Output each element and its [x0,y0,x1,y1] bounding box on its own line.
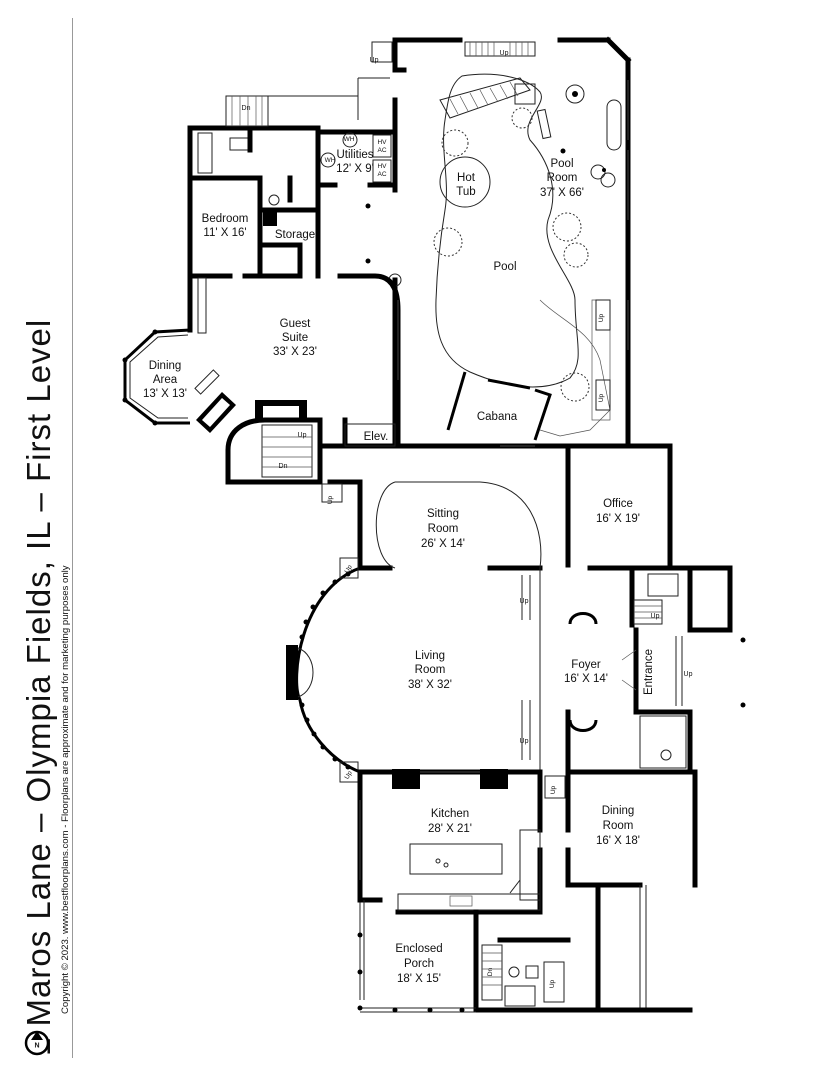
water-heater-label-1: WH [344,136,355,143]
hvac-2-line-1: HV [377,163,387,170]
living-room-name-1: Living [415,650,445,662]
dining-room-name-1: Dining [602,805,635,817]
rear-stairs-up-label: Up [549,979,556,988]
utilities-size: 12' X 9' [336,163,374,175]
bedroom-size: 11' X 16' [203,227,246,239]
living-room-size: 38' X 32' [408,679,452,691]
office-walls: Up [565,443,733,633]
water-heater-label-2: WH [325,157,336,164]
pool-right-stairs-up-label-2: Up [598,393,605,402]
rear-stairs-dn-label: Dn [487,967,494,976]
entrance-up-label: Up [684,671,693,678]
enclosed-porch-walls [357,897,476,1013]
pool-label: Pool [493,261,516,273]
lower-curved-stairs-up-label: Up [298,432,307,439]
storage-label: Storage [275,229,315,241]
living-stairs-up-label-bottom: Up [344,770,354,781]
living-room-walls: Up Up Up Up [286,557,541,783]
enclosed-porch-name-1: Enclosed [395,943,442,955]
pool-right-stairs: Up Up [595,299,611,411]
kitchen-size: 28' X 21' [428,823,472,835]
sitting-stairs-up-label: Up [327,495,334,504]
pool-room-walls [392,36,632,449]
dining-room-size: 16' X 18' [596,835,640,847]
lower-curved-stairs: Up Dn [225,417,348,485]
office-stairs-up-label: Up [651,613,660,620]
pool-stairs-up-label-2: Up [370,57,379,64]
foyer-size: 16' X 14' [564,673,608,685]
kitchen-walls [357,769,543,915]
guest-suite-name-1: Guest [280,318,311,330]
dining-area-bay [122,328,191,426]
cabana-label: Cabana [477,411,518,423]
guest-suite-walls [187,273,401,449]
office-size: 16' X 19' [596,513,640,525]
pool-entry-steps [439,77,552,140]
hvac-1-line-1: HV [377,139,387,146]
living-step-up-label-1: Up [520,598,529,605]
elevator [344,423,396,447]
living-step-up-label-2: Up [520,738,529,745]
hot-tub-name-2: Tub [456,186,475,198]
compass-label: N [34,1043,39,1050]
bedroom-walls [187,125,321,279]
kitchen-label: Kitchen [431,808,469,820]
cabana [446,371,552,441]
rear-hall: Dn Up [473,882,693,1013]
pool-furniture [388,84,616,287]
pool-right-stairs-up-label: Up [598,313,605,322]
upper-stairs-dn: Dn [225,77,390,127]
guest-suite-size: 33' X 23' [273,346,317,358]
sitting-room-walls: Up [321,479,543,571]
dining-room-up-label: Up [550,785,557,794]
pool-room-stairs-top: Up Up [370,41,536,64]
north-arrow-icon: N [24,1030,50,1056]
office-label: Office [603,498,633,510]
elevator-label: Elev. [364,431,389,443]
pool-room-name-2: Room [547,172,578,184]
hvac-1-line-2: AC [377,147,386,154]
living-room-name-2: Room [415,664,446,676]
sitting-room-name-2: Room [428,523,459,535]
dining-area-name-1: Dining [149,360,182,372]
title-rule [72,18,73,1058]
enclosed-porch-size: 18' X 15' [397,973,441,985]
enclosed-porch-name-2: Porch [404,958,434,970]
foyer-label: Foyer [571,659,601,671]
guest-fireplace [194,369,236,433]
foyer-walls: Up [565,612,746,775]
pool-stairs-up-label: Up [500,50,509,57]
guest-suite-name-2: Suite [282,332,308,344]
plant-icons [433,107,590,402]
utilities-label: Utilities [336,149,373,161]
sitting-room-size: 26' X 14' [421,538,465,550]
pool-room-name-1: Pool [550,158,573,170]
upper-stairs-dn-label: Dn [242,105,251,112]
utilities-walls [315,129,398,188]
hot-tub-name-1: Hot [457,172,476,184]
living-stairs-up-label-top: Up [344,564,354,575]
dining-area-size: 13' X 13' [143,388,187,400]
hvac-2-line-2: AC [377,171,386,178]
dining-area-name-2: Area [153,374,178,386]
bedroom-label: Bedroom [202,213,249,225]
sitting-room-name-1: Sitting [427,508,459,520]
lower-curved-stairs-dn-label: Dn [279,463,288,470]
dining-room-walls: Up [544,769,698,1010]
entrance-label: Entrance [643,649,655,695]
pool-room-size: 37' X 66' [540,187,584,199]
dining-room-name-2: Room [603,820,634,832]
